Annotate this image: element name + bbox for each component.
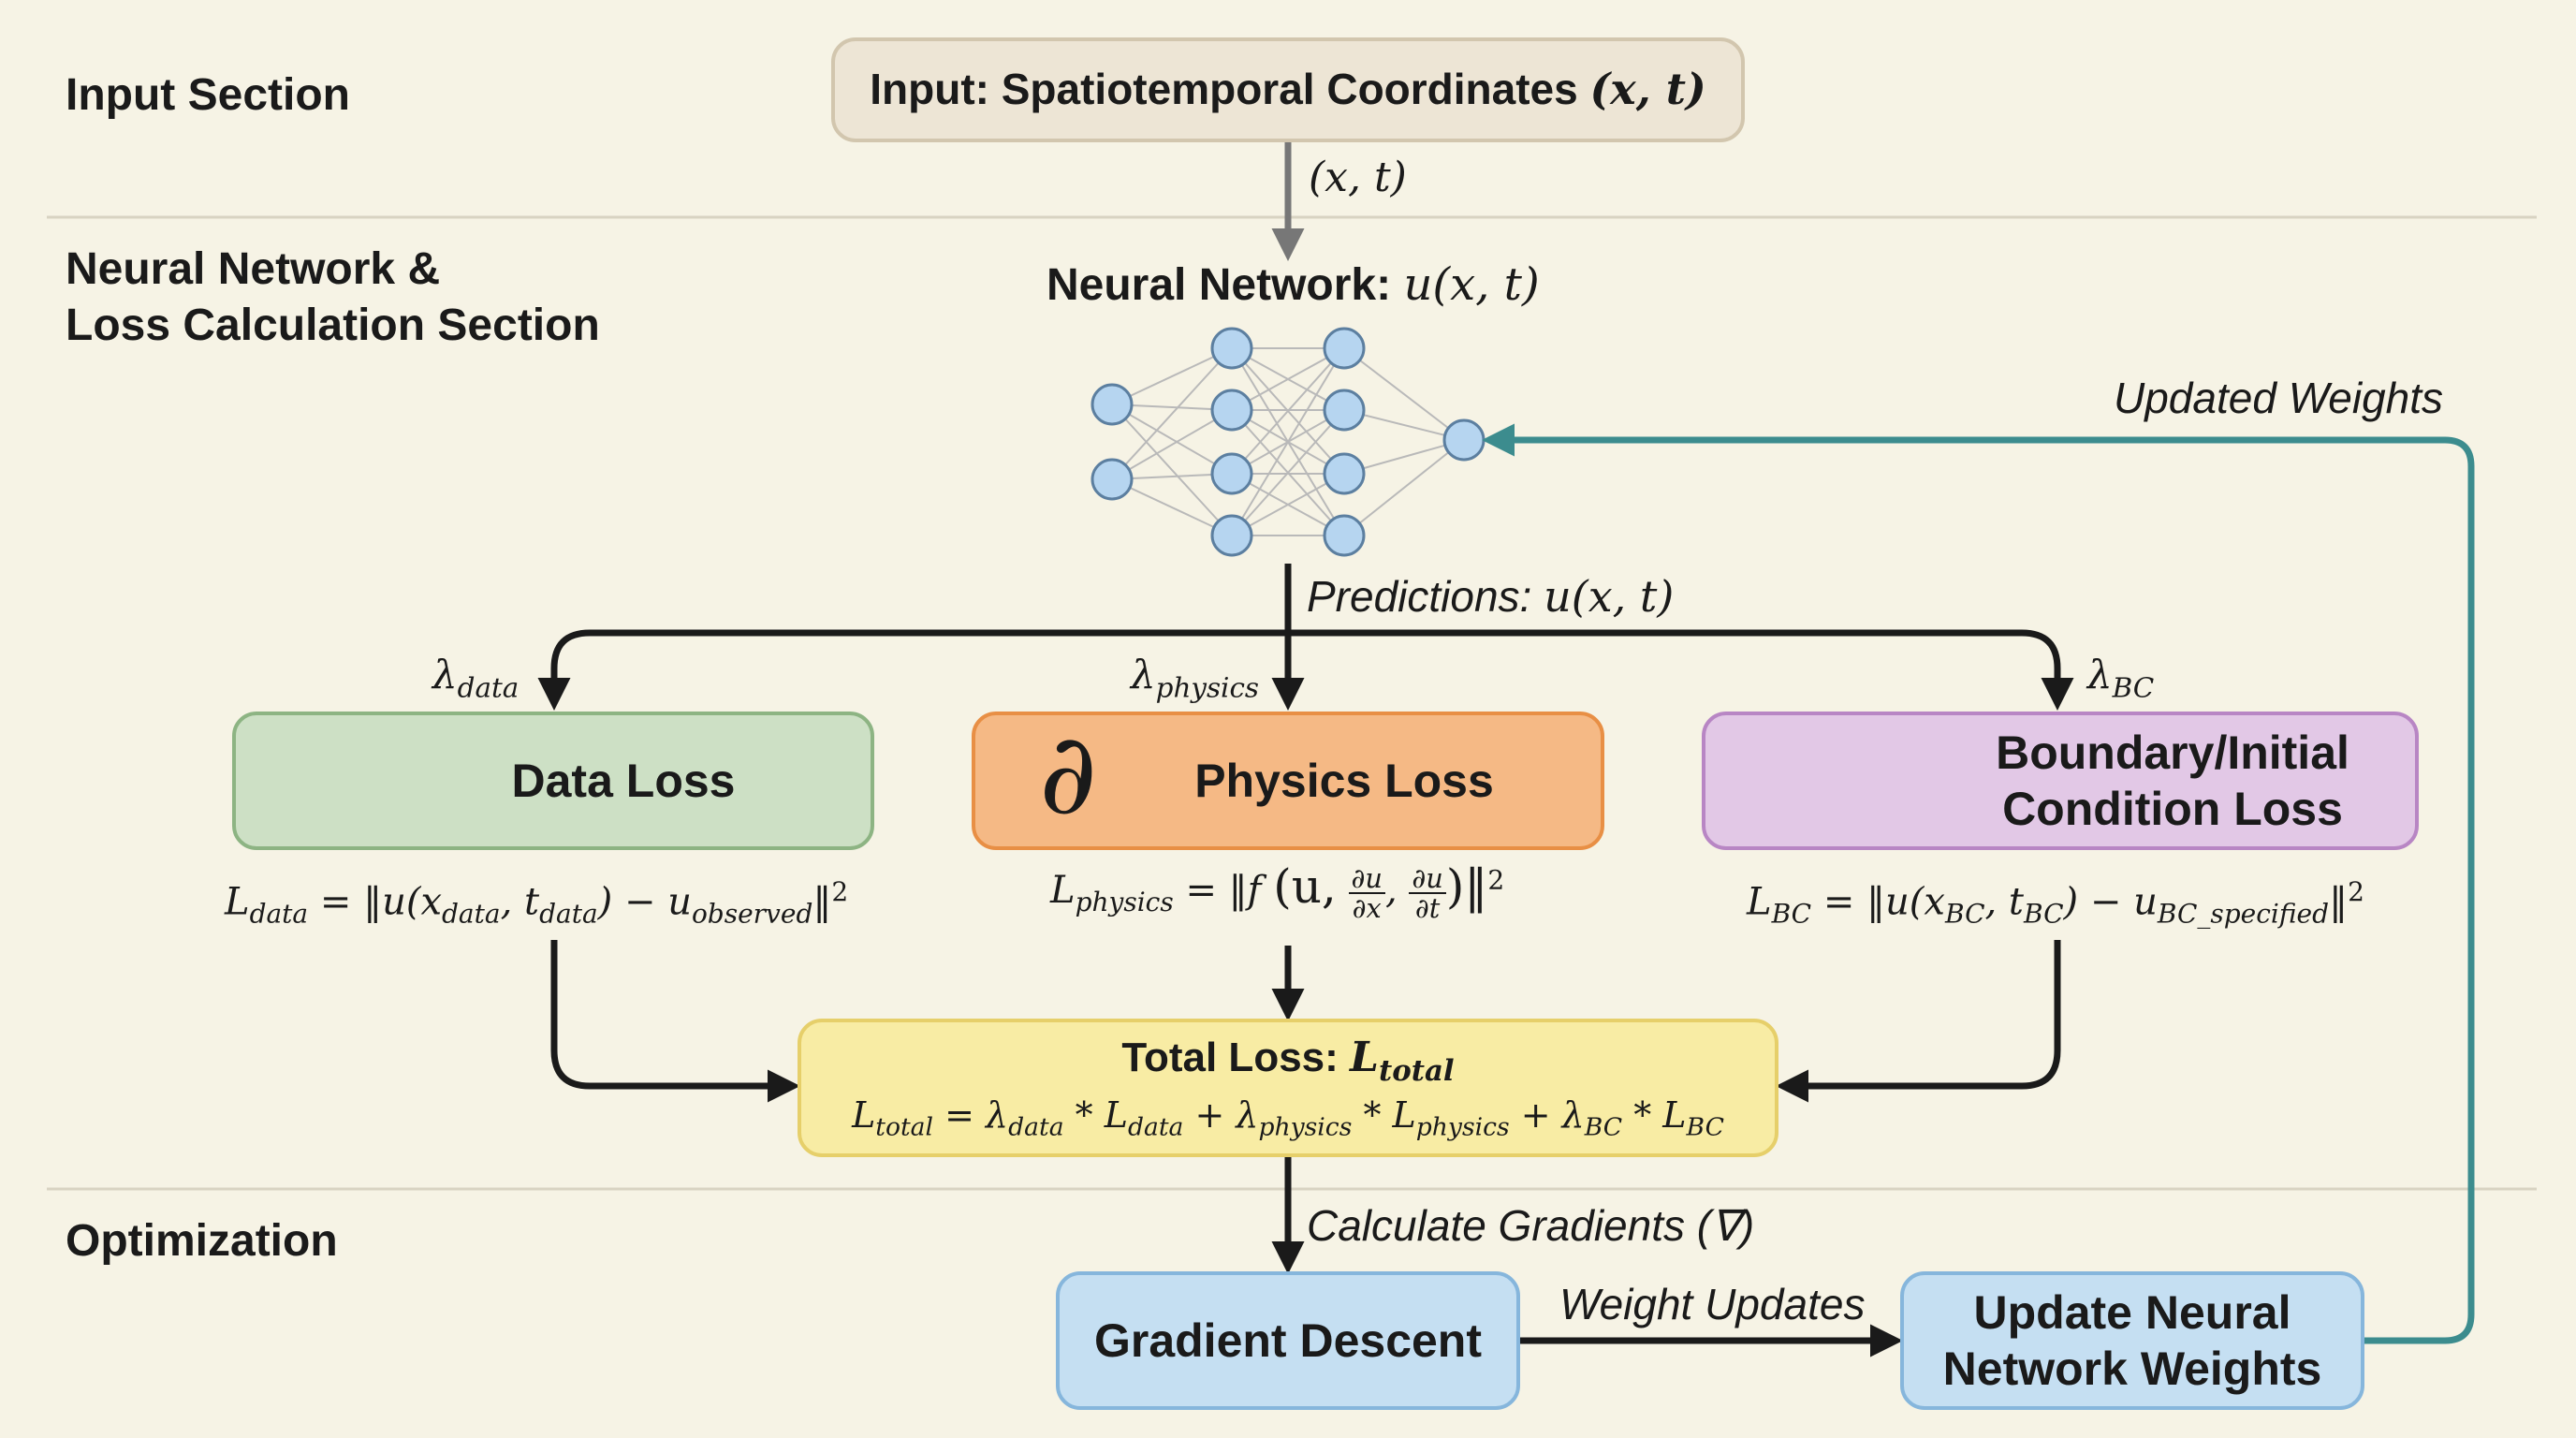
network-edge [1111,347,1233,480]
branch-to-data-loss-arrow [537,629,1288,711]
input-box-title: Input: Spatiotemporal Coordinates [870,65,1578,114]
bc-loss-title-line1: Boundary/Initial [1996,726,2349,779]
gradient-descent-box: Gradient Descent [1056,1271,1520,1410]
predictions-text: Predictions: [1307,572,1532,621]
physics-loss-box: Physics Loss [972,712,1604,850]
network-edge [1111,404,1233,536]
bc-loss-to-total-arrow [1776,940,2061,1103]
network-title: Neural Network: u(x, t) [1046,258,1540,311]
network-edge [1111,478,1233,536]
bc-loss-title-line2: Condition Loss [2002,783,2343,835]
updated-weights-label: Updated Weights [2114,374,2444,422]
total-loss-title: Total Loss: Ltotal [1121,1033,1455,1088]
section-label-network-line2: Loss Calculation Section [66,301,600,350]
bc-loss-formula: LBC = ‖u(xBC, tBC) − uBC_specified‖2 [1747,876,2364,930]
section-label-network-line1: Neural Network & [66,244,441,294]
network-title-var: u(x, t) [1403,258,1540,311]
network-edge [1111,404,1233,475]
network-edge [1231,409,1345,536]
bc-loss-box: Boundary/Initial Condition Loss [1702,712,2419,850]
predictions-var: u(x, t) [1544,571,1675,622]
network-edge [1111,347,1233,405]
data-loss-to-total-arrow [550,940,800,1103]
updated-weights-feedback-arrow [1482,423,2475,1344]
network-node [1323,327,1366,370]
lambda-bc-label: λBC [2087,652,2155,704]
section-label-network: Neural Network & Loss Calculation Sectio… [66,242,600,354]
input-box: Input: Spatiotemporal Coordinates (x, t) [831,37,1745,142]
network-node [1323,514,1366,557]
total-loss-box: Total Loss: Ltotal Ltotal = λdata * Ldat… [798,1019,1778,1157]
network-edge [1231,347,1345,536]
network-edge [1231,347,1345,411]
data-loss-box: Data Loss [232,712,874,850]
neural-network-graphic [1090,327,1486,557]
network-node [1323,389,1366,432]
network-node [1210,389,1253,432]
network-node [1210,514,1253,557]
update-weights-line2: Network Weights [1942,1343,2322,1395]
network-title-text: Neural Network: [1046,260,1392,310]
update-weights-line1: Update Neural [1973,1286,2291,1339]
network-edge [1343,347,1465,441]
network-edge [1343,439,1465,536]
network-edge [1231,347,1345,475]
network-node [1210,452,1253,495]
lambda-physics-label: λphysics [1131,652,1259,704]
gradient-descent-title: Gradient Descent [1093,1314,1482,1367]
network-edge [1111,409,1233,480]
network-node [1090,383,1134,426]
input-box-var: (x, t) [1589,64,1706,115]
physics-loss-title: Physics Loss [1194,755,1494,807]
gradients-label: Calculate Gradients (∇) [1307,1201,1755,1250]
data-loss-formula: Ldata = ‖u(xdata, tdata) − uobserved‖2 [225,876,849,930]
predictions-label: Predictions: u(x, t) [1307,571,1674,622]
total-loss-formula: Ltotal = λdata * Ldata + λphysics * Lphy… [852,1093,1724,1142]
lambda-data-label: λdata [432,652,520,704]
data-loss-title: Data Loss [511,755,736,807]
network-node [1442,418,1486,462]
network-node [1090,458,1134,501]
weight-updates-label: Weight Updates [1559,1280,1866,1328]
input-arrow-label: (x, t) [1309,154,1407,201]
section-label-input: Input Section [66,70,350,120]
update-weights-box: Update Neural Network Weights [1900,1271,2364,1410]
partial-derivative-icon: ∂ [1039,710,1098,840]
network-edge [1231,473,1345,536]
physics-loss-formula: Lphysics = ‖f (u, ∂u∂x, ∂u∂t)‖2 [1050,859,1505,924]
branch-to-bc-loss-arrow [1288,629,2074,711]
network-node [1210,327,1253,370]
section-label-optimization: Optimization [66,1216,338,1266]
network-node [1323,452,1366,495]
